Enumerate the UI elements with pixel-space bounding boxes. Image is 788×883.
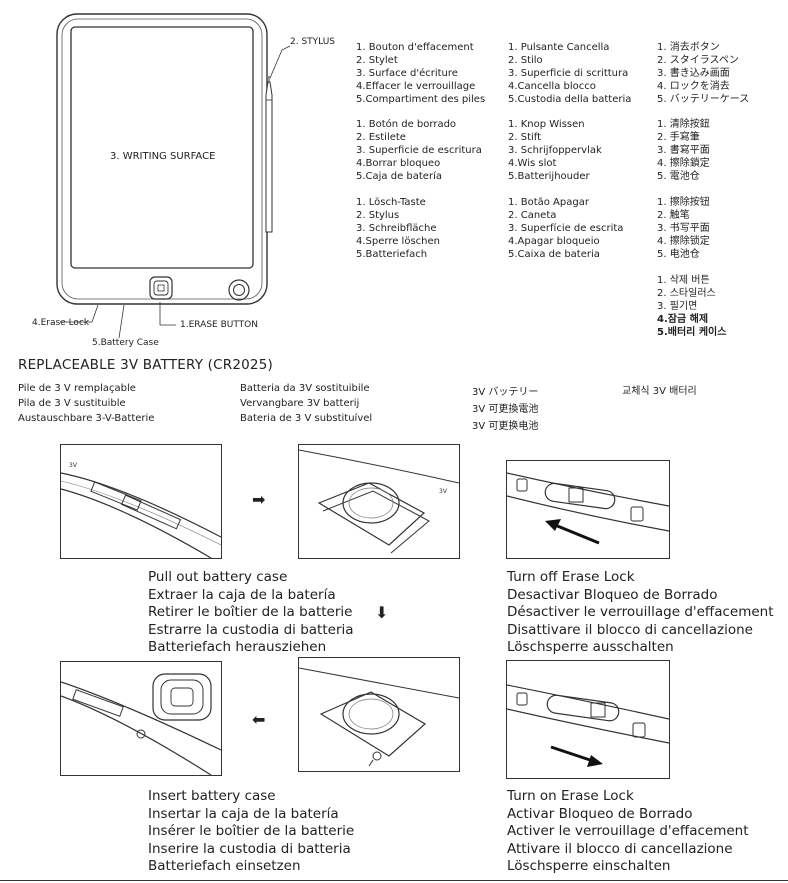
round-button-graphic — [228, 279, 250, 301]
photo-pull-out-case: 3V — [60, 444, 222, 559]
photo-erase-lock-on — [506, 660, 670, 779]
photo-insert-case — [60, 661, 222, 776]
device-diagram — [56, 13, 291, 339]
writing-surface — [70, 26, 254, 269]
photo-erase-lock-off — [506, 460, 670, 559]
erase-button-graphic — [149, 276, 173, 300]
battery-case-label: 5.Battery Case — [92, 338, 159, 348]
svg-text:3V: 3V — [439, 488, 448, 495]
arrow-right-icon: ➡ — [252, 490, 266, 509]
stylus-label: 2. STYLUS — [290, 37, 336, 47]
battery-col-4: 교체식 3V 배터리 — [622, 386, 697, 397]
arrow-down-icon: ⬇ — [375, 603, 389, 622]
arrow-left-icon: ⬅ — [252, 710, 266, 729]
battery-heading: REPLACEABLE 3V BATTERY (CR2025) — [18, 357, 273, 373]
erase-button-label: 1.ERASE BUTTON — [180, 320, 258, 330]
photo-battery-tray: 3V — [298, 444, 460, 559]
writing-surface-label: 3. WRITING SURFACE — [110, 151, 216, 162]
erase-lock-label: 4.Erase Lock — [32, 318, 90, 328]
stylus-graphic — [265, 81, 273, 233]
photo-tray-screw — [298, 657, 460, 772]
photo-3v-mark: 3V — [69, 462, 78, 469]
bottom-rule — [0, 880, 788, 881]
